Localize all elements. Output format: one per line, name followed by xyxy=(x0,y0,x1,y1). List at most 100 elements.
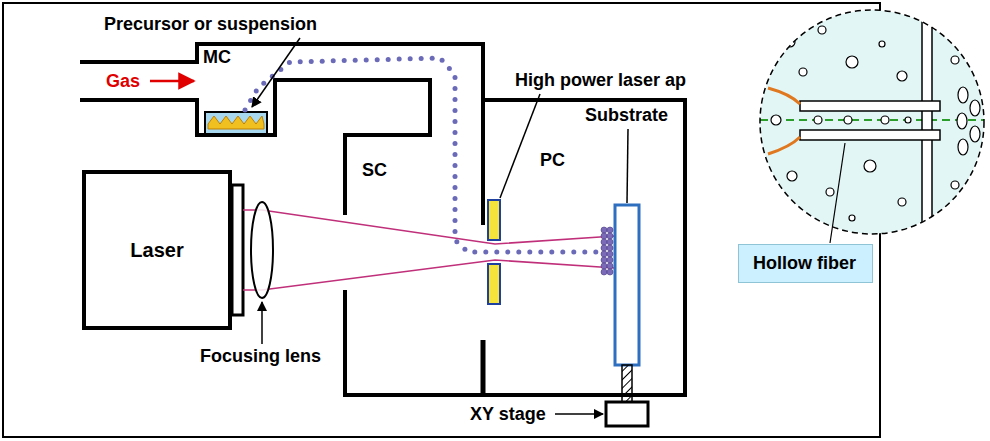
bubble xyxy=(844,116,852,124)
plate xyxy=(922,0,932,250)
particle xyxy=(453,196,458,201)
particle xyxy=(505,250,510,255)
bubble xyxy=(905,117,911,123)
node-text: MC xyxy=(203,47,233,68)
deposit-particle xyxy=(601,257,607,263)
bubble xyxy=(814,116,822,124)
bubble xyxy=(897,71,907,81)
particle xyxy=(375,57,380,62)
fiber-wall xyxy=(800,130,940,140)
gas-arrow xyxy=(150,80,194,83)
bubble xyxy=(970,100,980,116)
bubble xyxy=(970,126,980,142)
fiber-wall xyxy=(800,101,940,111)
deposit-particle xyxy=(607,239,613,245)
deposit-particle xyxy=(601,239,607,245)
particle xyxy=(248,98,253,103)
bubble xyxy=(818,26,826,34)
particle xyxy=(472,250,477,255)
particle xyxy=(298,59,303,64)
particle xyxy=(453,130,458,135)
particle xyxy=(453,86,458,91)
bubble xyxy=(881,116,889,124)
zoom-outline xyxy=(760,10,984,234)
leader-line xyxy=(555,413,603,415)
precursor xyxy=(208,116,264,129)
particle xyxy=(447,66,452,71)
substrate xyxy=(615,205,639,365)
deposit-particle xyxy=(601,251,607,257)
particle xyxy=(453,152,458,157)
deposit xyxy=(601,227,613,275)
particle xyxy=(582,250,587,255)
particle xyxy=(320,59,325,64)
bubble xyxy=(879,41,885,47)
bubble xyxy=(769,59,775,65)
leader-line xyxy=(830,143,845,243)
particle xyxy=(408,56,413,61)
bubble xyxy=(864,160,876,172)
leader-line xyxy=(261,302,263,344)
stage-rod xyxy=(622,365,632,402)
deposit-particle xyxy=(601,233,607,239)
particle xyxy=(453,75,458,80)
particle xyxy=(342,58,347,63)
particle xyxy=(560,250,565,255)
particle xyxy=(527,250,532,255)
bubble xyxy=(958,139,968,155)
deposit-particle xyxy=(607,263,613,269)
chamber-label: MC xyxy=(203,47,233,68)
bubble xyxy=(951,56,959,64)
part-label: Substrate xyxy=(585,105,668,126)
particle xyxy=(331,58,336,63)
deposit-particle xyxy=(601,269,607,275)
chamber-wall xyxy=(481,340,486,395)
particle xyxy=(571,250,576,255)
particle xyxy=(453,163,458,168)
particle xyxy=(386,57,391,62)
gas-line xyxy=(768,137,800,154)
particle xyxy=(353,58,358,63)
deposit-particle xyxy=(601,245,607,251)
deposit-particle xyxy=(607,245,613,251)
particle xyxy=(516,250,521,255)
particle xyxy=(454,239,459,244)
particle xyxy=(453,229,458,234)
deposit-particle xyxy=(601,227,607,233)
particle xyxy=(397,57,402,62)
particle xyxy=(453,141,458,146)
particle xyxy=(430,56,435,61)
laser-beam xyxy=(243,260,615,290)
deposit-particle xyxy=(607,251,613,257)
chamber-label: PC xyxy=(540,150,568,171)
leader-line xyxy=(500,94,540,198)
particle xyxy=(593,250,598,255)
particle xyxy=(261,81,266,86)
outer-frame xyxy=(3,3,880,437)
chamber-label: SC xyxy=(362,160,390,181)
particle xyxy=(494,250,499,255)
particle xyxy=(419,56,424,61)
particle xyxy=(453,185,458,190)
zoom-ground xyxy=(760,10,984,234)
deposit-particle xyxy=(607,227,613,233)
deposit-particle xyxy=(607,269,613,275)
laser-nozzle xyxy=(232,185,243,315)
leader-line xyxy=(252,38,300,107)
bubbles xyxy=(769,26,980,221)
node-text: SC xyxy=(362,160,390,181)
chamber-wall xyxy=(345,100,685,395)
beam-axis xyxy=(760,119,990,121)
focusing-lens xyxy=(251,202,273,298)
gas-label: Gas xyxy=(106,71,140,92)
laser-beam xyxy=(243,210,615,244)
callout-box: Hollow fiber xyxy=(738,244,873,283)
node-text: Laser xyxy=(130,239,183,262)
laser-box: Laser xyxy=(82,170,232,330)
part-label: Focusing lens xyxy=(200,346,321,367)
bubble xyxy=(958,87,968,103)
particle xyxy=(538,250,543,255)
xy-stage xyxy=(606,402,648,426)
bubble xyxy=(849,215,855,221)
gas-line xyxy=(768,88,800,104)
